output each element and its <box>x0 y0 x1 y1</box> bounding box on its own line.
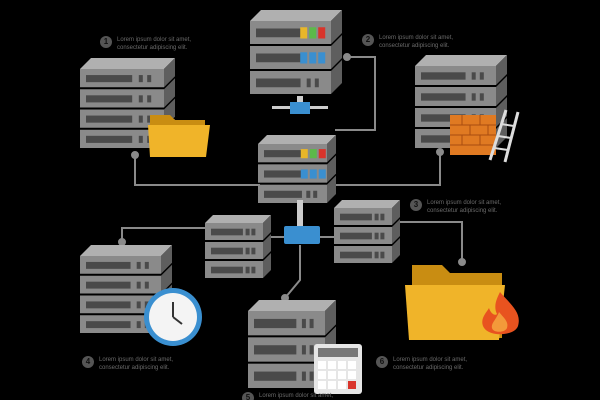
folder-icon <box>148 115 210 157</box>
step-number: 4 <box>82 356 94 368</box>
line-server4 <box>121 227 205 242</box>
line-server2 <box>335 56 376 131</box>
step-number: 5 <box>242 392 254 400</box>
network-connector-icon <box>272 96 328 114</box>
line-server3 <box>335 152 441 186</box>
server-icon <box>80 58 175 148</box>
firewall-icon <box>450 115 496 155</box>
caption-line: Lorem ipsum dolor sit amet, <box>259 393 334 399</box>
server-icon <box>250 10 342 94</box>
line-folder <box>400 221 463 262</box>
calculator-key <box>348 371 356 379</box>
calculator-key <box>318 381 326 389</box>
caption-line: consectetur adipiscing elit. <box>117 45 188 51</box>
clock-icon <box>144 288 202 346</box>
calculator-icon <box>314 344 362 394</box>
caption-line: Lorem ipsum dolor sit amet, <box>427 200 502 206</box>
server-icon <box>334 200 400 263</box>
caption-6: 6 Lorem ipsum dolor sit amet, consectetur… <box>376 356 467 372</box>
ladder-icon <box>488 109 520 163</box>
calculator-key <box>318 361 326 369</box>
server-icon <box>205 215 271 278</box>
connection-lines <box>118 53 466 302</box>
step-number: 6 <box>376 356 388 368</box>
caption-line: consectetur adipiscing elit. <box>427 208 498 214</box>
calculator-key <box>348 381 356 389</box>
step-number: 3 <box>410 199 422 211</box>
network-connector-icon <box>284 200 320 244</box>
step-number: 2 <box>362 34 374 46</box>
calculator-key <box>328 381 336 389</box>
caption-3: 3 Lorem ipsum dolor sit amet, consectetur… <box>410 199 501 215</box>
calculator-key <box>318 371 326 379</box>
caption-line: Lorem ipsum dolor sit amet, <box>393 357 468 363</box>
caption-5: 5 Lorem ipsum dolor sit amet, <box>242 392 333 400</box>
calculator-key <box>338 361 346 369</box>
step-number: 1 <box>100 36 112 48</box>
caption-line: consectetur adipiscing elit. <box>379 43 450 49</box>
caption-4: 4 Lorem ipsum dolor sit amet, consectetur… <box>82 356 173 372</box>
server-icon <box>258 135 336 203</box>
caption-1: 1 Lorem ipsum dolor sit amet, consectetur… <box>100 36 191 52</box>
calculator-key <box>338 381 346 389</box>
caption-line: consectetur adipiscing elit. <box>393 365 464 371</box>
caption-line: Lorem ipsum dolor sit amet, <box>379 35 454 41</box>
calculator-key <box>348 361 356 369</box>
line-server1 <box>134 155 260 186</box>
folder-icon <box>405 265 505 340</box>
caption-line: Lorem ipsum dolor sit amet, <box>99 357 174 363</box>
caption-line: Lorem ipsum dolor sit amet, <box>117 37 192 43</box>
server-icon <box>248 300 336 388</box>
line-server5 <box>284 245 301 299</box>
fire-icon <box>482 292 519 335</box>
caption-2: 2 Lorem ipsum dolor sit amet, consectetur… <box>362 34 453 50</box>
calculator-key <box>338 371 346 379</box>
caption-line: consectetur adipiscing elit. <box>99 365 170 371</box>
calculator-key <box>328 371 336 379</box>
calculator-key <box>328 361 336 369</box>
